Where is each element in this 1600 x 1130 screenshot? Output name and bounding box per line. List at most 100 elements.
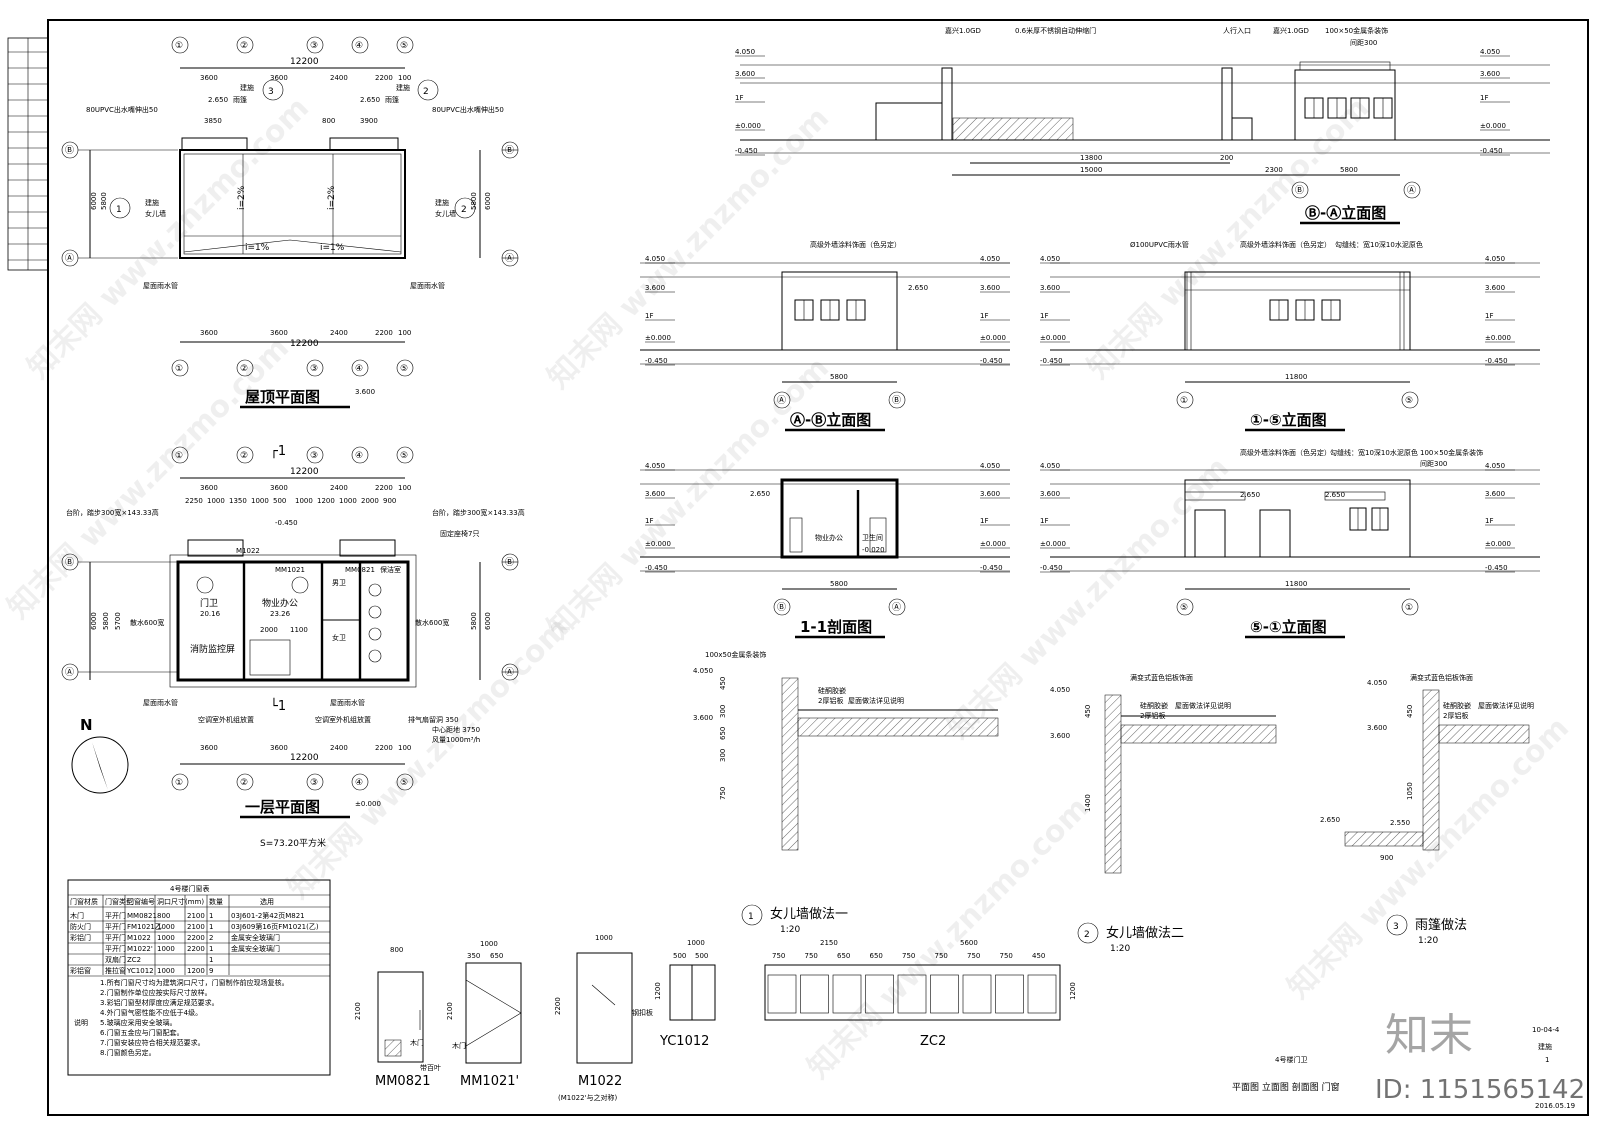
dim: 1100 — [290, 626, 308, 634]
door-name: ZC2 — [920, 1034, 946, 1049]
canopy-slab — [1344, 831, 1424, 847]
pane-dim: 750 — [1000, 952, 1013, 960]
room-label: 消防监控屏 — [190, 643, 235, 655]
row-label: Ⓐ — [65, 667, 74, 678]
canopy-elev: 2.650 — [208, 96, 228, 104]
dim: 5700 — [114, 612, 122, 630]
door-note: 钢扣板 — [632, 1008, 653, 1017]
table-header: 门窗类型 — [105, 897, 133, 906]
dim: 5800 — [830, 580, 848, 588]
window-pane — [767, 974, 797, 1014]
note-line: 3.彩铝门窗型材厚度应满足规范要求。 — [100, 998, 219, 1007]
axis-label: ① — [1180, 396, 1188, 406]
ac-label: 空调室外机组放置 — [315, 715, 371, 724]
row-label: Ⓐ — [505, 253, 514, 264]
project-name: 4号楼门卫 — [1275, 1055, 1307, 1064]
level-label: 3.600 — [645, 284, 665, 292]
table-cell: 金属安全玻璃门 — [231, 944, 280, 953]
detail-title: 女儿墙做法二 — [1106, 925, 1184, 941]
level-label: 1F — [1040, 312, 1048, 320]
axis-label: ① — [1405, 603, 1413, 613]
table-cell: 1200 — [187, 967, 205, 975]
dim: 6000 — [484, 192, 492, 210]
door-sub: 350 — [467, 952, 480, 960]
span-dim: 3600 — [270, 744, 288, 752]
dim: 3900 — [360, 117, 378, 125]
table-cell: 1000 — [157, 967, 175, 975]
step-right — [339, 539, 396, 557]
e51-note: 间距300 — [1420, 460, 1447, 468]
detail-dim: 1200 — [317, 497, 335, 505]
detail-note: 屋面做法详见说明 — [1478, 701, 1534, 710]
toilet — [368, 583, 382, 597]
axis-bubble — [171, 773, 189, 791]
table-cell: 1000 — [157, 945, 175, 953]
span-dim: 100 — [398, 744, 411, 752]
build-tag: 建施 — [145, 198, 159, 207]
build-tag: 建施 — [396, 83, 410, 92]
axis-bubble — [306, 36, 324, 54]
axis-bubble — [306, 446, 324, 464]
table-cell: 2 — [209, 934, 213, 942]
dim: 5800 — [830, 373, 848, 381]
detail-note: 2厚铝板 — [1443, 711, 1468, 720]
step-note: 台阶，踏步300宽×143.33高 — [432, 508, 525, 517]
axis-label: Ⓐ — [892, 602, 901, 613]
downpipe — [1399, 271, 1405, 351]
level-label: 1F — [645, 517, 653, 525]
axis-bubble — [396, 359, 414, 377]
door-height: 2200 — [554, 997, 562, 1015]
dim: 6000 — [90, 612, 98, 630]
ba-note: 间距300 — [1350, 39, 1377, 47]
door-sub: 500 — [673, 952, 686, 960]
detail-1: 4.050 3.600 100x50金属条装饰 硅酮胶嵌 2厚铝板 屋面做法详见… — [693, 650, 999, 935]
table-cell: 1000 — [157, 934, 175, 942]
window-zc2 — [764, 964, 1061, 1021]
level-label: -0.450 — [645, 564, 668, 572]
section-mark: └1 — [270, 697, 286, 714]
axis-label: Ⓑ — [892, 395, 901, 406]
door-tag: M1022 — [236, 547, 260, 555]
axis-label: Ⓐ — [777, 395, 786, 406]
door-note: 带百叶 — [420, 1063, 441, 1072]
level-label: 4.050 — [735, 48, 755, 56]
ab-canopy: 2.650 — [908, 284, 928, 292]
roof-slab — [1438, 724, 1530, 744]
e15-note: 勾缝线：宽10深10水泥原色 — [1335, 240, 1423, 249]
table-header: 门窗编号 — [127, 897, 155, 906]
roof-slab — [1120, 724, 1277, 744]
span-dim: 3600 — [200, 74, 218, 82]
detail-level: 4.050 — [693, 667, 713, 675]
span-dim: 3600 — [200, 744, 218, 752]
sheet-border — [47, 19, 1589, 1116]
axis-label: ① — [175, 364, 183, 374]
drawing-name: 平面图 立面图 剖面图 门窗 — [1232, 1081, 1340, 1093]
level-label: ±0.000 — [1040, 540, 1066, 548]
room-label: 保洁室 — [380, 565, 401, 574]
axis-label: ② — [240, 778, 248, 788]
dim: 13800 — [1080, 154, 1102, 162]
level-label: ±0.000 — [1480, 122, 1506, 130]
table-cell: 800 — [157, 912, 170, 920]
axis-label: ③ — [310, 41, 318, 51]
dim: 6000 — [484, 612, 492, 630]
pane-dim: 650 — [870, 952, 883, 960]
table-header: 洞口尺寸(mm) — [157, 897, 204, 906]
table-cell: 彩铝窗 — [70, 966, 91, 975]
roof-slab — [797, 717, 999, 737]
span-dim: 2400 — [330, 74, 348, 82]
axis-label: ⑤ — [400, 451, 408, 461]
roof-total-dim: 12200 — [290, 57, 319, 67]
pane-dim: 750 — [935, 952, 948, 960]
gutter-label: 屋面雨水管 — [143, 281, 178, 290]
e51-note: 勾缝线：宽10深10水泥原色 — [1330, 448, 1418, 457]
axis-bubble — [396, 773, 414, 791]
span-dim: 3600 — [270, 484, 288, 492]
